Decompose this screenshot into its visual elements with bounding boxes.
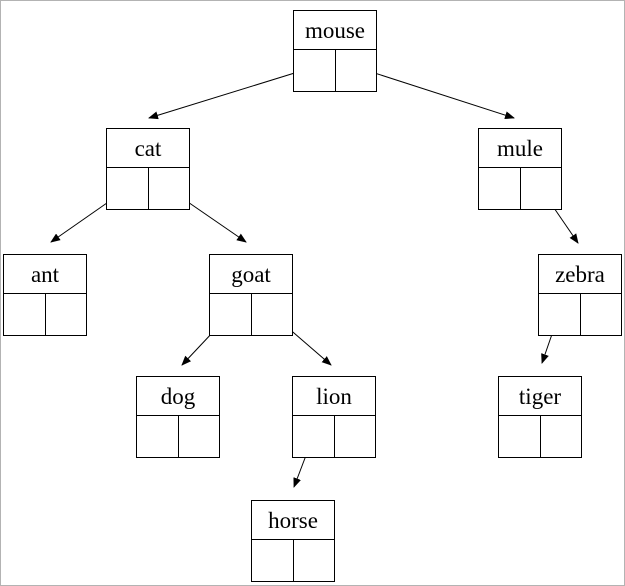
tree-node-lion: lion xyxy=(292,376,376,458)
node-label: mule xyxy=(479,129,561,168)
tree-node-mouse: mouse xyxy=(293,10,377,92)
tree-node-horse: horse xyxy=(251,500,335,582)
node-pointer-cells xyxy=(479,168,561,209)
node-label: dog xyxy=(137,377,219,416)
tree-node-mule: mule xyxy=(478,128,562,210)
right-pointer-cell xyxy=(581,294,622,335)
left-pointer-cell xyxy=(210,294,252,335)
node-label: goat xyxy=(210,255,292,294)
left-pointer-cell xyxy=(137,416,179,457)
node-pointer-cells xyxy=(137,416,219,457)
node-label: mouse xyxy=(294,11,376,50)
left-pointer-cell xyxy=(293,416,335,457)
node-label: tiger xyxy=(499,377,581,416)
right-pointer-cell xyxy=(294,540,335,581)
node-pointer-cells xyxy=(210,294,292,335)
tree-node-zebra: zebra xyxy=(538,254,622,336)
tree-node-dog: dog xyxy=(136,376,220,458)
node-pointer-cells xyxy=(4,294,86,335)
left-pointer-cell xyxy=(4,294,46,335)
edge-mouse-mule xyxy=(355,66,515,120)
right-pointer-cell xyxy=(179,416,220,457)
left-pointer-cell xyxy=(252,540,294,581)
node-label: horse xyxy=(252,501,334,540)
node-pointer-cells xyxy=(294,50,376,91)
node-label: zebra xyxy=(539,255,621,294)
tree-node-tiger: tiger xyxy=(498,376,582,458)
right-pointer-cell xyxy=(149,168,190,209)
right-pointer-cell xyxy=(252,294,293,335)
right-pointer-cell xyxy=(46,294,87,335)
node-pointer-cells xyxy=(293,416,375,457)
left-pointer-cell xyxy=(499,416,541,457)
right-pointer-cell xyxy=(521,168,562,209)
right-pointer-cell xyxy=(541,416,582,457)
tree-node-ant: ant xyxy=(3,254,87,336)
node-pointer-cells xyxy=(252,540,334,581)
left-pointer-cell xyxy=(479,168,521,209)
left-pointer-cell xyxy=(539,294,581,335)
node-label: lion xyxy=(293,377,375,416)
tree-node-cat: cat xyxy=(106,128,190,210)
node-pointer-cells xyxy=(499,416,581,457)
tree-node-goat: goat xyxy=(209,254,293,336)
node-pointer-cells xyxy=(539,294,621,335)
left-pointer-cell xyxy=(294,50,336,91)
right-pointer-cell xyxy=(335,416,376,457)
edge-mouse-cat xyxy=(148,66,315,120)
left-pointer-cell xyxy=(107,168,149,209)
right-pointer-cell xyxy=(336,50,377,91)
node-pointer-cells xyxy=(107,168,189,209)
node-label: ant xyxy=(4,255,86,294)
node-label: cat xyxy=(107,129,189,168)
